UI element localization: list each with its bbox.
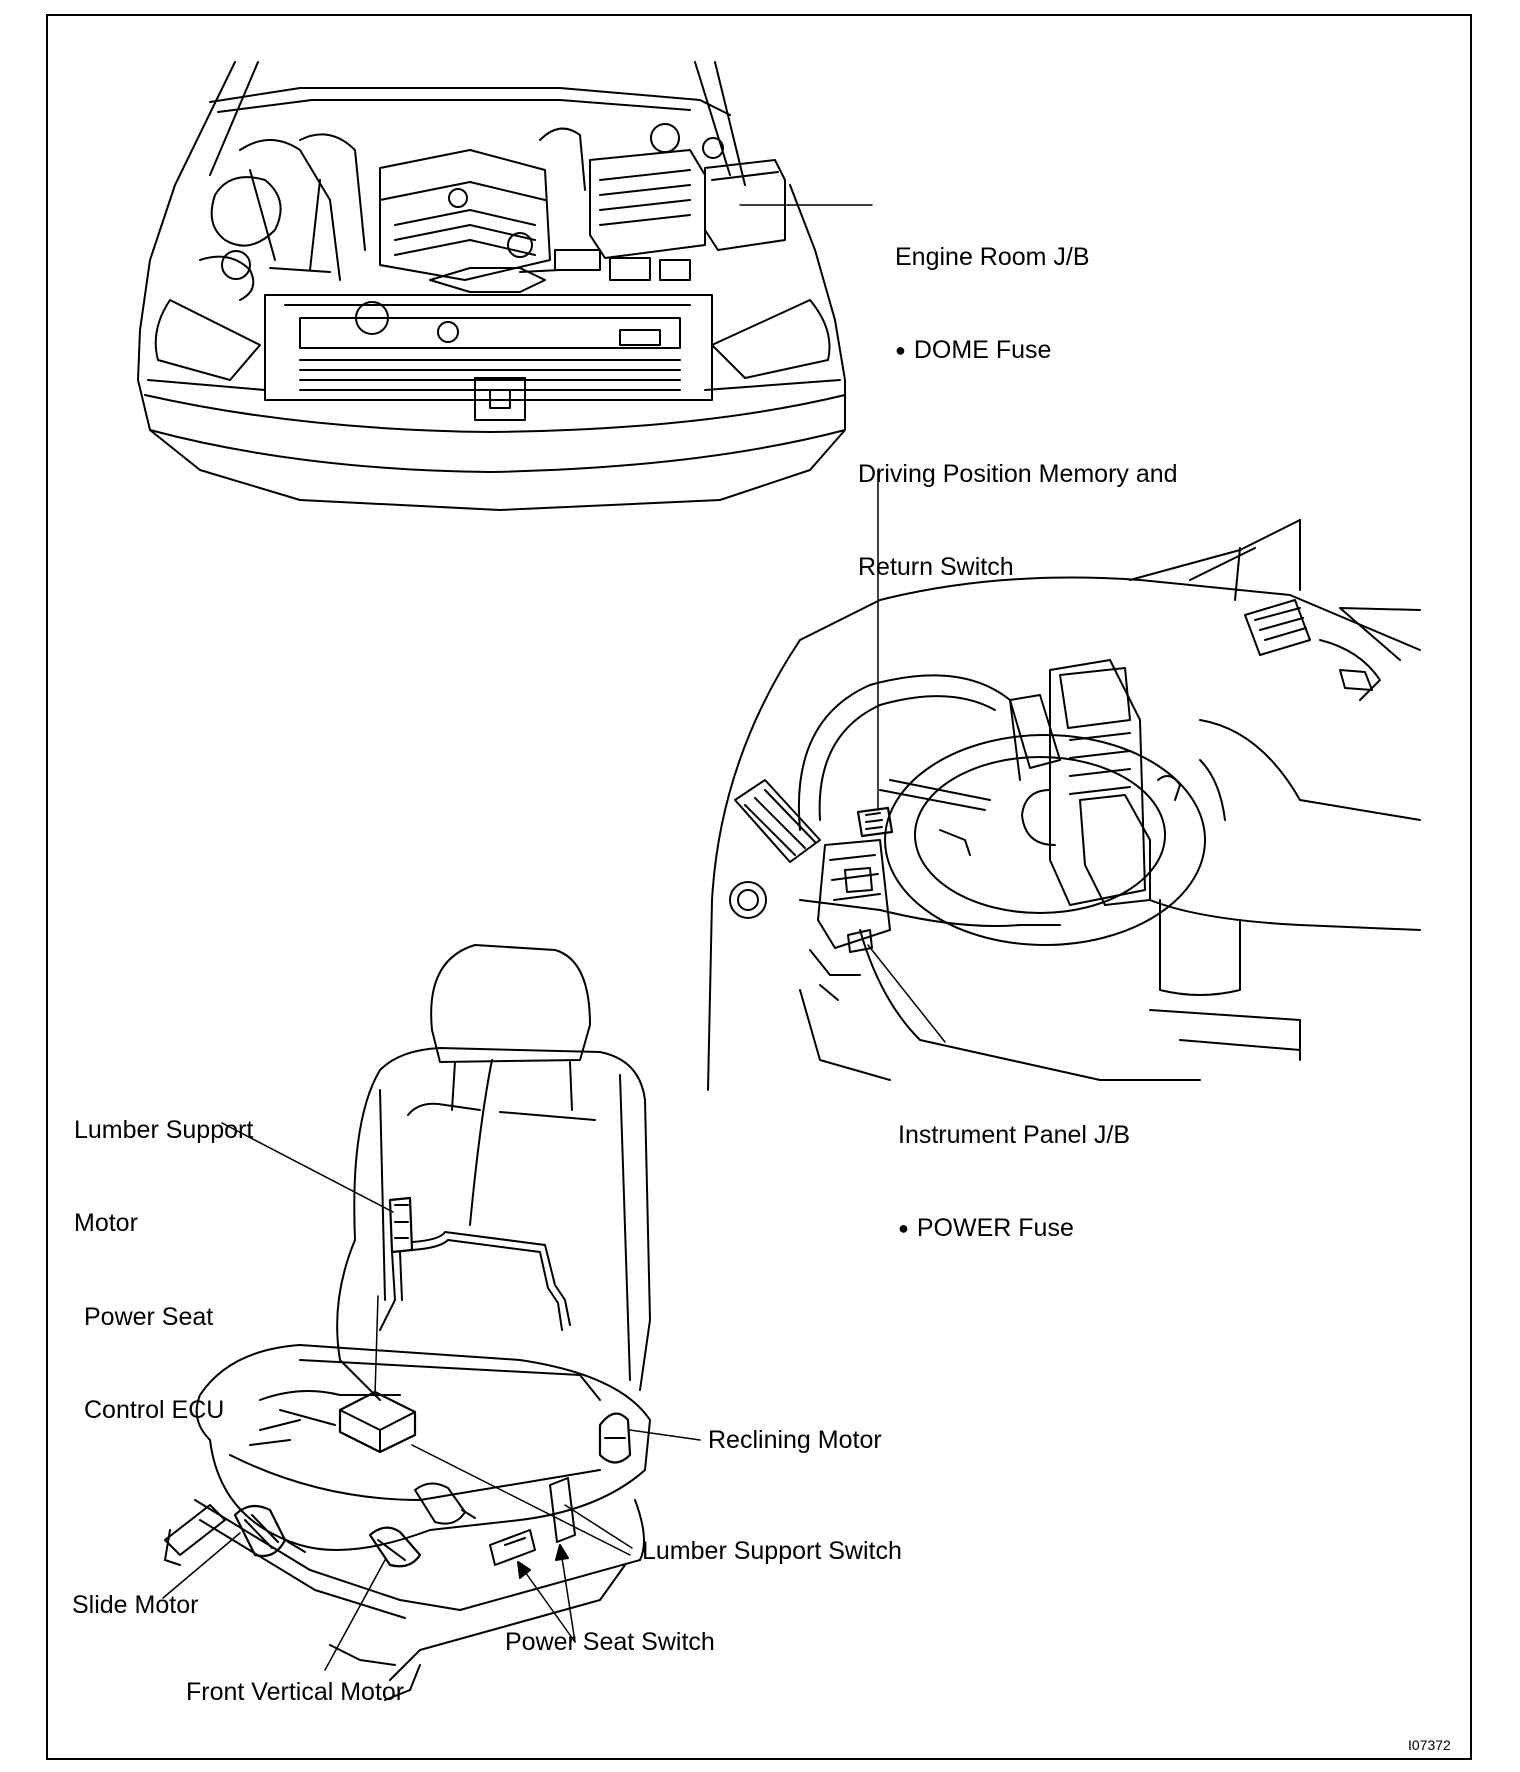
power-seat-ecu-line1: Power Seat — [84, 1303, 214, 1331]
figure-id: I07372 — [1408, 1737, 1451, 1753]
lumber-support-motor-line2: Motor — [74, 1209, 138, 1237]
power-fuse-label: POWER Fuse — [898, 1213, 1130, 1246]
driving-position-switch-label: Driving Position Memory and Return Switc… — [858, 397, 1178, 614]
power-seat-ecu-line2: Control ECU — [84, 1396, 225, 1424]
instrument-panel-jb-title: Instrument Panel J/B — [898, 1121, 1131, 1149]
power-seat-switch-label: Power Seat Switch — [505, 1628, 715, 1656]
lumber-support-motor-leader — [221, 1122, 394, 1213]
engine-room-jb-label: Engine Room J/B DOME Fuse — [895, 180, 1090, 399]
engine-room-jb-title: Engine Room J/B — [895, 243, 1090, 271]
instrument-panel-drawing — [707, 519, 1421, 1091]
lumber-support-switch-label: Lumber Support Switch — [642, 1537, 902, 1565]
lumber-support-motor-line1: Lumber Support — [74, 1116, 254, 1144]
lumber-support-motor-label: Lumber Support Motor — [74, 1053, 253, 1270]
reclining-motor-label: Reclining Motor — [708, 1426, 882, 1454]
front-vertical-motor-label: Front Vertical Motor — [186, 1678, 405, 1706]
instrument-panel-jb-label: Instrument Panel J/B POWER Fuse — [898, 1058, 1130, 1277]
slide-motor-leader — [162, 1532, 241, 1599]
instrument-panel-jb-leader — [867, 944, 946, 1043]
power-seat-switch-arrow-2 — [559, 1544, 576, 1643]
power-seat-ecu-leader — [374, 1295, 379, 1396]
lumber-support-switch-leader — [411, 1444, 631, 1556]
slide-motor-label: Slide Motor — [72, 1591, 199, 1619]
lumber-support-switch-leader-2 — [564, 1504, 633, 1549]
driving-position-switch-line1: Driving Position Memory and — [858, 460, 1178, 488]
diagram-frame — [46, 14, 1472, 1760]
front-vertical-motor-leader — [324, 1559, 386, 1671]
power-seat-switch-arrow-1 — [517, 1561, 576, 1643]
power-seat-drawing — [164, 944, 651, 1701]
engine-room-drawing — [137, 61, 846, 511]
dome-fuse-label: DOME Fuse — [895, 335, 1090, 368]
reclining-motor-leader — [629, 1429, 701, 1441]
driving-position-switch-line2: Return Switch — [858, 553, 1014, 581]
power-seat-ecu-label: Power Seat Control ECU — [84, 1240, 224, 1457]
